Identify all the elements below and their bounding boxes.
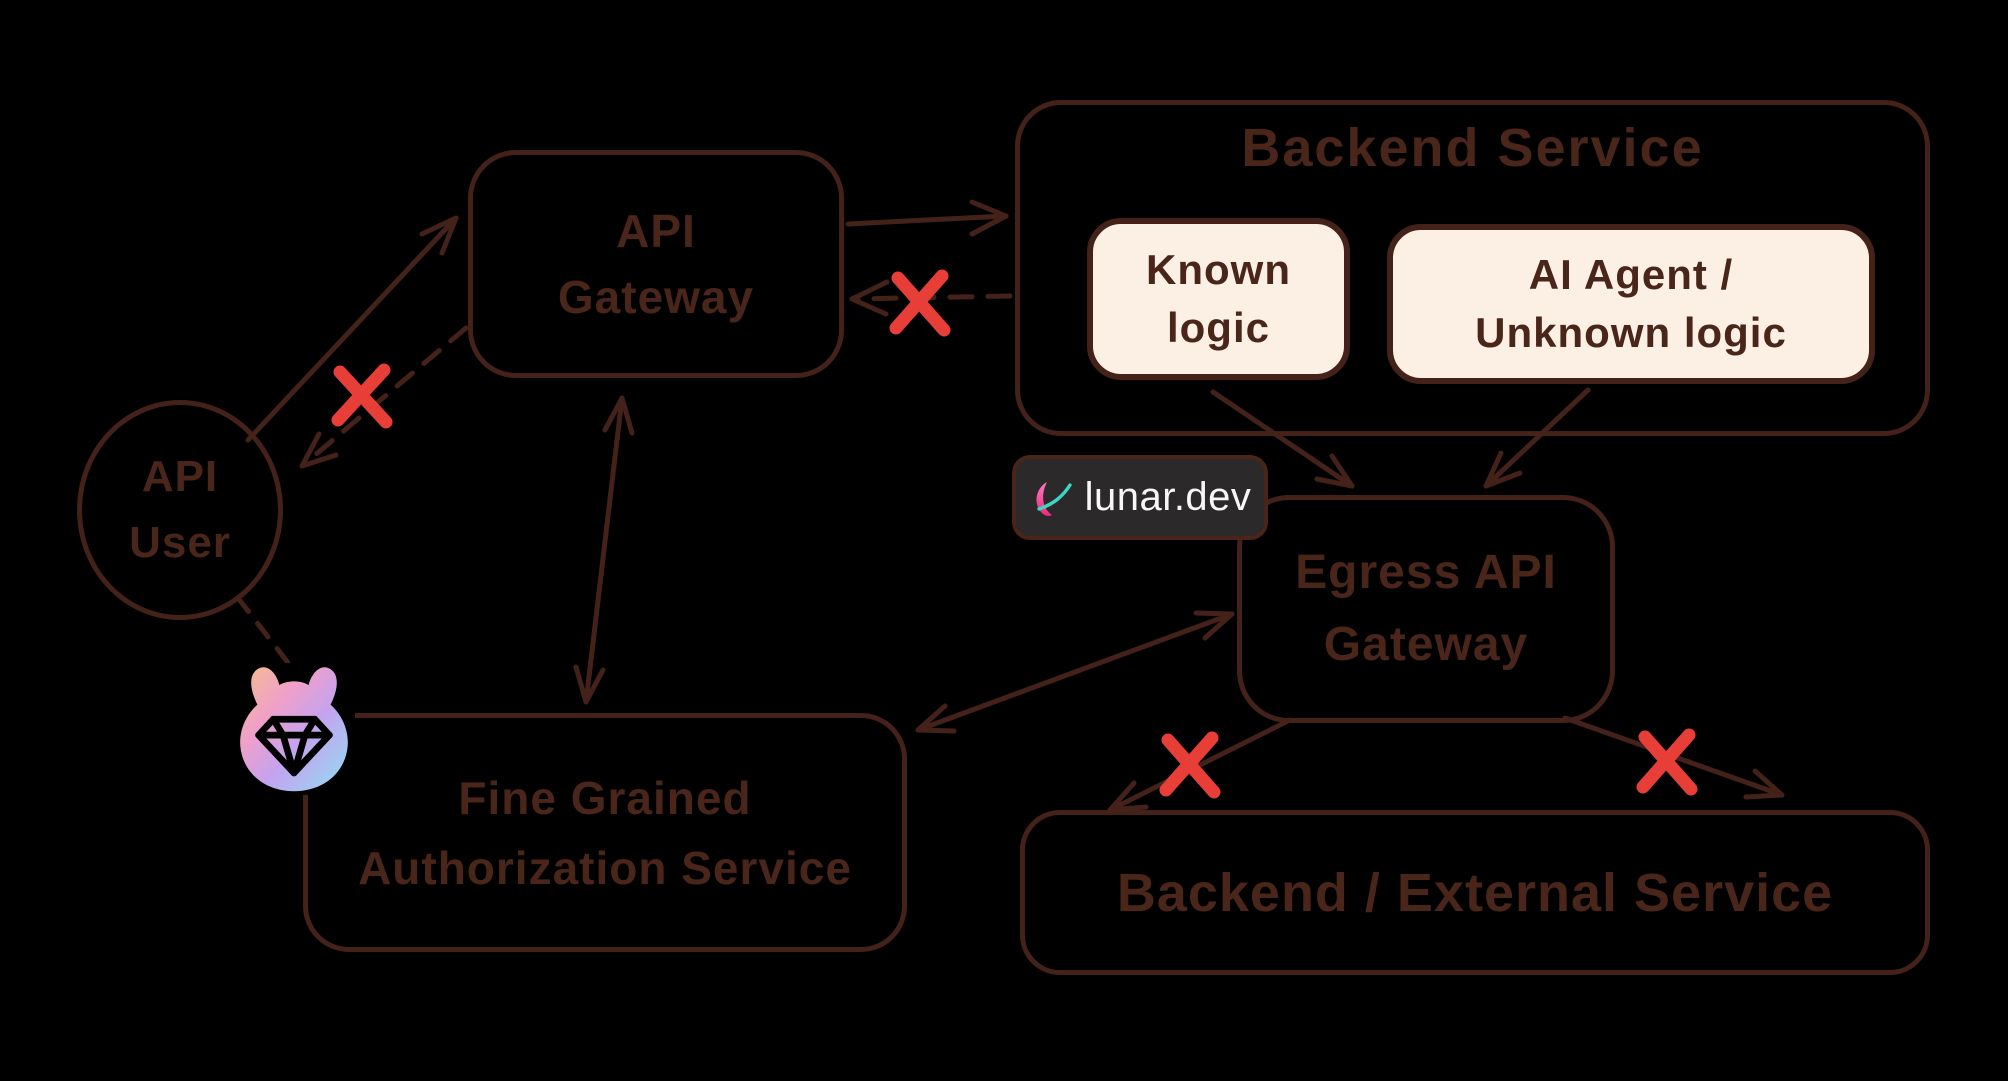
api-gateway-label-line2: Gateway	[557, 271, 755, 323]
egress-gateway-label-line2: Gateway	[1323, 618, 1529, 671]
arrow-egress-to-external-left	[1107, 717, 1293, 813]
arrow-authz-egress-double	[915, 610, 1235, 734]
backend-external-label: Backend / External Service	[1116, 862, 1834, 923]
arrow-user-to-gateway	[245, 215, 459, 443]
known-logic-label: Known logic	[1146, 246, 1291, 351]
x-mark-egress-right	[1636, 728, 1698, 796]
arrow-gateway-authz-double	[573, 395, 635, 705]
authz-service-node: Fine Grained Authorization Service	[303, 713, 907, 952]
cat-gem-icon	[233, 663, 355, 795]
line-user-to-authz-icon-dashed	[235, 595, 309, 689]
api-user-label-line2: User	[129, 518, 231, 567]
authz-service-label-line1: Fine Grained	[458, 771, 752, 824]
ai-agent-label-line1: AI Agent /	[1528, 251, 1734, 298]
api-user-node: API User	[77, 400, 283, 620]
egress-gateway-label-line1: Egress API	[1295, 546, 1557, 599]
lunar-logo-icon	[1029, 475, 1075, 521]
arrow-knownlogic-to-egress	[1210, 389, 1355, 489]
x-mark-backend-return	[889, 269, 951, 337]
authz-service-label-line2: Authorization Service	[358, 841, 852, 894]
backend-service-container: Backend Service	[1015, 100, 1930, 436]
backend-service-title: Backend Service	[1241, 118, 1704, 178]
arrow-aiagent-to-egress	[1483, 387, 1591, 489]
api-user-label-line1: API	[141, 452, 219, 501]
egress-gateway-node: Egress API Gateway	[1237, 495, 1615, 723]
ai-agent-node: AI Agent / Unknown logic	[1387, 224, 1875, 384]
blocked-x-marks	[331, 269, 1698, 799]
ai-agent-label-line2: Unknown logic	[1475, 309, 1787, 356]
lunar-dev-label: lunar.dev	[1084, 475, 1252, 519]
lunar-dev-badge: lunar.dev	[1012, 455, 1268, 540]
backend-external-node: Backend / External Service	[1020, 810, 1930, 975]
api-gateway-node: API Gateway	[468, 150, 844, 378]
x-mark-egress-left	[1159, 731, 1221, 799]
known-logic-node: Known logic	[1087, 218, 1350, 380]
api-gateway-label-line1: API	[616, 205, 696, 257]
arrow-gateway-to-backend	[845, 199, 1009, 237]
arrow-gateway-to-user-dashed	[299, 325, 469, 469]
x-mark-user-path	[331, 363, 393, 429]
